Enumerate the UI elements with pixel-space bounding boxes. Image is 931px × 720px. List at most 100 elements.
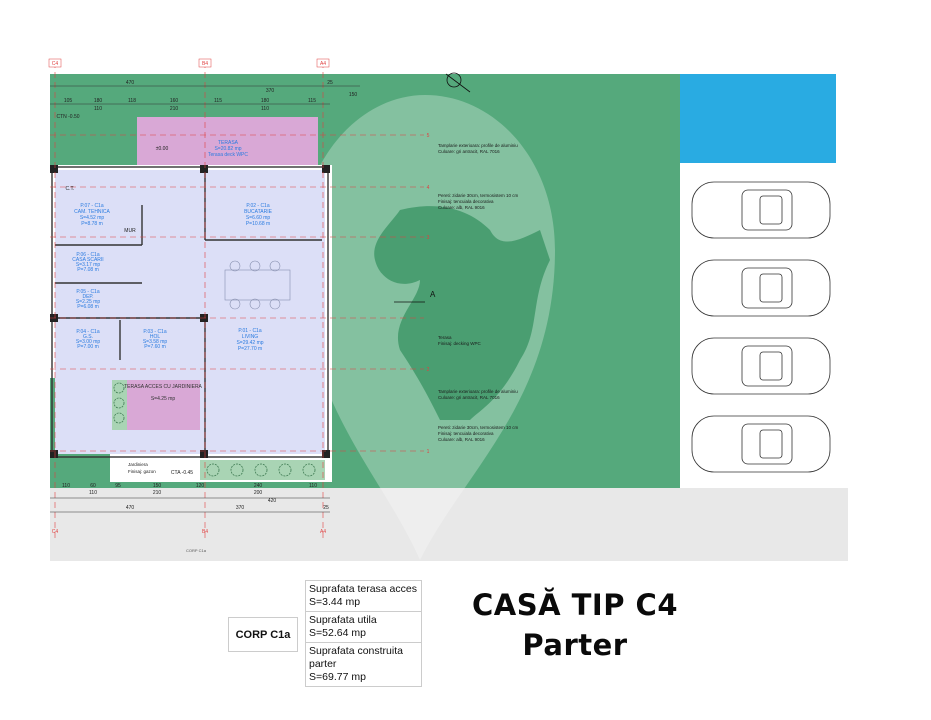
svg-text:Terasa deck WPC: Terasa deck WPC (208, 152, 248, 158)
svg-text:P.01 - C1a: P.01 - C1a (238, 328, 261, 334)
car-icon (691, 181, 831, 239)
svg-text:Culoare: gri antracit, RAL 701: Culoare: gri antracit, RAL 7016 (438, 395, 500, 400)
car-icon (691, 259, 831, 317)
dim: 25 (323, 505, 329, 511)
svg-text:S=29.42 mp: S=29.42 mp (236, 340, 263, 346)
svg-text:P=7.08 m: P=7.08 m (77, 267, 99, 273)
svg-text:P.06 - C1a: P.06 - C1a (76, 252, 99, 258)
svg-text:TERASA ACCES CU JARDINIERA: TERASA ACCES CU JARDINIERA (124, 384, 202, 390)
area-summary-table: Suprafata terasa acces S=3.44 mp Suprafa… (305, 580, 422, 687)
svg-text:DEP.: DEP. (82, 294, 93, 300)
floor-plan: C4 B4 A4 C4 B4 A4 5 4 3 2 1 470 370 25 1… (48, 58, 848, 561)
axis-label: B4 (202, 529, 208, 535)
dim: 110 (89, 490, 97, 496)
dim: 150 (349, 92, 358, 98)
svg-text:S=4.25 mp: S=4.25 mp (151, 396, 176, 402)
svg-text:HOL: HOL (150, 334, 161, 340)
parking-cars (691, 181, 831, 473)
svg-text:P.02 - C1a: P.02 - C1a (246, 203, 269, 209)
built-area-row: Suprafata construita parter S=69.77 mp (306, 643, 421, 686)
corp-label: CORP C1a (228, 617, 298, 652)
row-label: Suprafata terasa acces (309, 583, 417, 595)
watermark-logo (300, 95, 555, 560)
svg-text:S=4.52 mp: S=4.52 mp (80, 215, 105, 221)
ctn-level: CTN -0.50 (56, 114, 79, 120)
svg-text:S=3.58 mp: S=3.58 mp (143, 339, 168, 345)
dim: 25 (327, 80, 333, 86)
axis-label: 1 (427, 449, 430, 455)
terrace (137, 117, 318, 165)
svg-text:Culoare: alb, RAL 9016: Culoare: alb, RAL 9016 (438, 205, 485, 210)
svg-text:Finisaj: decking WPC: Finisaj: decking WPC (438, 341, 482, 346)
svg-text:CAM. TEHNICA: CAM. TEHNICA (74, 209, 110, 215)
svg-text:P.03 - C1a: P.03 - C1a (143, 329, 166, 335)
planter-living (200, 460, 325, 480)
floor-level: ±0.00 (156, 146, 169, 152)
dim: 120 (196, 483, 205, 489)
grid-axis-labels: C4 B4 A4 C4 B4 A4 5 4 3 2 1 (48, 58, 430, 535)
svg-text:S=6.60 mp: S=6.60 mp (246, 215, 271, 221)
useful-area-row: Suprafata utila S=52.64 mp (306, 612, 421, 643)
axis-label: 3 (427, 235, 430, 241)
svg-text:Terasa: Terasa (438, 335, 452, 340)
north-arrow-icon (445, 72, 471, 93)
dim: 240 (254, 483, 263, 489)
row-label: Suprafata utila (309, 614, 377, 626)
row-label: Suprafata construita parter (309, 645, 403, 670)
dim: 95 (115, 483, 121, 489)
dimensions: 470 370 25 150 105 180 110 118 160 210 1… (62, 80, 357, 511)
svg-text:P=7.60 m: P=7.60 m (144, 344, 166, 350)
dim: 110 (94, 106, 102, 112)
axis-label: C4 (52, 529, 59, 535)
access-terrace (127, 380, 200, 430)
svg-text:Pereti: zidarie 30cm, termosis: Pereti: zidarie 30cm, termosistem 10 cm (438, 425, 519, 430)
dim: 470 (126, 505, 135, 511)
title-line-2: Parter (522, 628, 628, 662)
planter-label: Jardiniera (128, 462, 148, 467)
dim: 180 (261, 98, 270, 104)
svg-text:S=20.82 mp: S=20.82 mp (214, 146, 241, 152)
dim: 110 (309, 483, 317, 489)
svg-text:Finisaj: tencuiala decorativa: Finisaj: tencuiala decorativa (438, 431, 494, 436)
axis-label: 4 (427, 185, 430, 191)
car-icon (691, 337, 831, 395)
dim: 60 (90, 483, 96, 489)
row-value: S=69.77 mp (309, 671, 366, 683)
axis-label: B4 (202, 61, 208, 67)
dim: 118 (128, 98, 136, 104)
dim: 115 (214, 98, 222, 104)
dim: 210 (170, 106, 179, 112)
dim: 200 (254, 490, 263, 496)
pool-area (680, 74, 836, 163)
svg-text:Culoare: alb, RAL 9016: Culoare: alb, RAL 9016 (438, 437, 485, 442)
svg-text:BUCATARIE: BUCATARIE (244, 209, 273, 215)
svg-text:CASA SCARII: CASA SCARII (72, 257, 103, 263)
axis-label: C4 (52, 61, 59, 67)
svg-text:S=3.00 mp: S=3.00 mp (76, 339, 101, 345)
paving-strip (50, 488, 848, 561)
svg-text:Culoare: gri antracit, RAL 701: Culoare: gri antracit, RAL 7016 (438, 149, 500, 154)
dim: 105 (64, 98, 73, 104)
dim: 110 (62, 483, 70, 489)
svg-text:P.07 - C1a: P.07 - C1a (80, 203, 103, 209)
svg-text:S=2.25 mp: S=2.25 mp (76, 299, 101, 305)
dim: 210 (153, 490, 162, 496)
svg-text:Pereti: zidarie 30cm, termosis: Pereti: zidarie 30cm, termosistem 10 cm (438, 193, 519, 198)
axis-label: 5 (427, 133, 430, 139)
car-icon (691, 415, 831, 473)
ct-label: C.T. (66, 186, 75, 192)
page-title: CASĂ TIP C4 Parter (440, 585, 710, 665)
section-marker: A (430, 290, 436, 299)
svg-text:P=7.00 m: P=7.00 m (77, 344, 99, 350)
axis-label: A4 (320, 61, 326, 67)
dim: 180 (94, 98, 103, 104)
svg-text:P=8.78 m: P=8.78 m (81, 221, 103, 227)
